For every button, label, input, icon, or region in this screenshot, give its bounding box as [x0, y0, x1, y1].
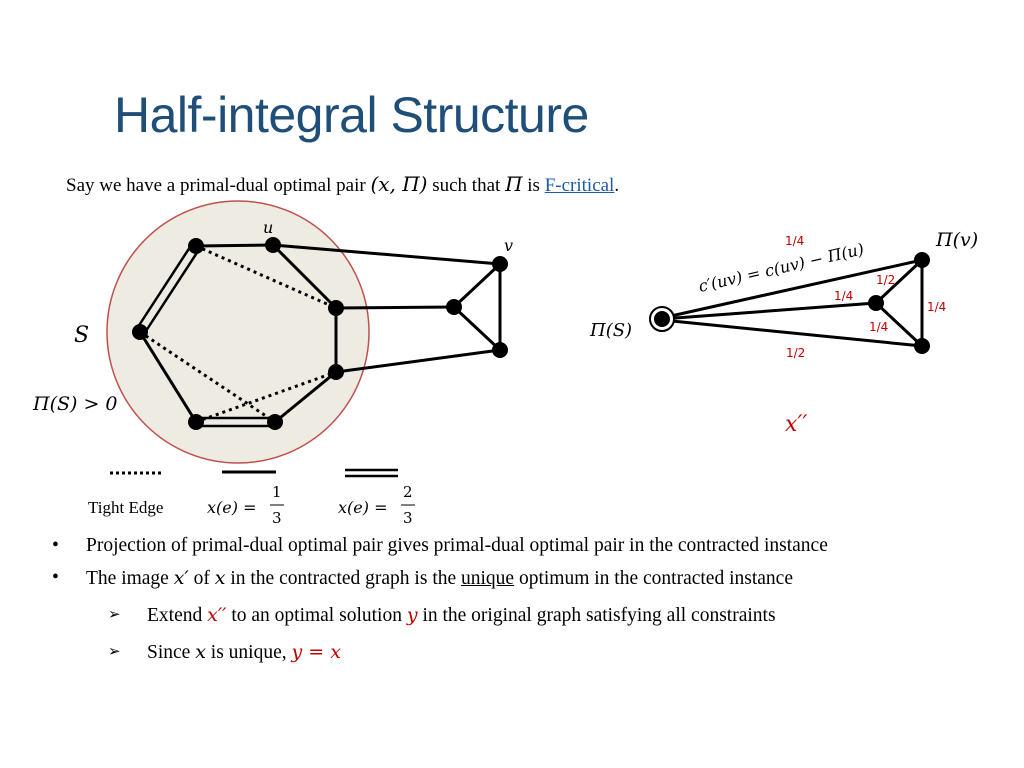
math-x-double-prime: x′′: [207, 604, 227, 626]
tight-edge-top: [195, 244, 337, 310]
intro-pi-math: Π: [505, 172, 523, 196]
label-u: u: [263, 218, 273, 237]
legend-two-thirds-num: 2: [403, 483, 413, 501]
math-x: x: [214, 567, 226, 589]
slide-title: Half-integral Structure: [114, 87, 589, 143]
bullet-text: The image x′ of x in the contracted grap…: [86, 567, 793, 589]
contracted-node-s: [654, 311, 670, 327]
underlined-unique: unique: [461, 568, 515, 589]
legend-one-third-lhs: x(e) =: [207, 498, 256, 517]
edge-left-bottom: [138, 330, 198, 424]
node-inner-bottom: [328, 364, 344, 380]
bullet-dot: •: [52, 567, 59, 588]
node-triangle-bottom: [492, 342, 508, 358]
edge-triangle-left-top: [452, 262, 502, 309]
node-v: [492, 256, 508, 272]
intro-is: is: [522, 175, 545, 196]
label-pi-s-positive: Π(S) > 0: [32, 393, 118, 415]
intro-pre: Say we have a primal-dual optimal pair: [66, 175, 371, 196]
edge-label-top: 1/4: [785, 234, 804, 248]
node-triangle-left: [446, 299, 462, 315]
reduced-cost-formula: c′(uv) = c(uv) − Π(u): [697, 239, 866, 296]
legend-one-third-den: 3: [272, 509, 282, 527]
right-edge-v-inner: [874, 258, 924, 305]
right-node-inner: [868, 295, 884, 311]
label-v: v: [504, 236, 513, 255]
math-y: y: [406, 604, 418, 626]
math-x-prime: x′: [173, 567, 189, 589]
label-x-double-prime: x′′: [785, 412, 807, 437]
node-u: [265, 237, 281, 253]
edge-inner-triangle: [334, 305, 456, 310]
node-bottom-right: [267, 414, 283, 430]
edge-inner-bottom: [273, 370, 338, 424]
right-node-v: [914, 252, 930, 268]
intro-end: .: [614, 175, 620, 196]
label-pi-s: Π(S): [589, 320, 632, 341]
node-left: [132, 324, 148, 340]
legend: Tight Edge x(e) = 1 3 x(e) = 2 3: [88, 468, 415, 527]
edge-label-right: 1/4: [927, 300, 946, 314]
tight-edge-left: [139, 330, 276, 424]
right-edge-inner-bottom: [874, 301, 924, 348]
edge-u-v: [271, 243, 502, 266]
math-y-equals-x: y = x: [291, 641, 341, 663]
edge-label-middle: 1/4: [834, 289, 853, 303]
bullet-dot: •: [52, 535, 59, 556]
edge-label-upper: 1/2: [876, 273, 895, 287]
edge-inner-lower-right: [334, 348, 502, 374]
node-bottom-left: [188, 414, 204, 430]
double-edge-left-a: [134, 242, 194, 332]
double-edge-left-b: [142, 246, 202, 336]
bullet-text: Projection of primal-dual optimal pair g…: [86, 535, 828, 556]
legend-one-third-num: 1: [272, 483, 282, 501]
right-edge-upper: [660, 258, 924, 320]
legend-two-thirds-lhs: x(e) =: [338, 498, 387, 517]
legend-tight-edge: Tight Edge: [88, 498, 163, 517]
sub-bullet-text: Since x is unique, y = x: [147, 641, 341, 663]
f-critical-link[interactable]: F-critical: [544, 175, 615, 196]
right-node-bottom: [914, 338, 930, 354]
edge-label-inner-lower: 1/4: [869, 320, 888, 334]
arrow-bullet-icon: ➢: [108, 642, 121, 660]
label-pi-v: Π(v): [935, 229, 978, 251]
intro-mid: such that: [427, 175, 506, 196]
edge-label-bottom: 1/2: [786, 346, 805, 360]
legend-two-thirds-den: 3: [403, 509, 413, 527]
edge-u-inner: [271, 243, 338, 310]
sub-bullet-text: Extend x′′ to an optimal solution y in t…: [147, 604, 776, 626]
right-edge-middle: [660, 301, 878, 321]
edge-top: [194, 243, 275, 248]
right-edge-lower: [660, 318, 924, 348]
arrow-bullet-icon: ➢: [108, 605, 121, 623]
node-inner-top: [328, 300, 344, 316]
intro-sentence: Say we have a primal-dual optimal pair (…: [66, 172, 619, 197]
label-s: S: [74, 323, 89, 348]
edge-triangle-left-bottom: [452, 305, 502, 352]
node-top-left: [188, 238, 204, 254]
intro-pair-math: (x, Π): [370, 172, 428, 196]
math-x: x: [195, 641, 206, 663]
